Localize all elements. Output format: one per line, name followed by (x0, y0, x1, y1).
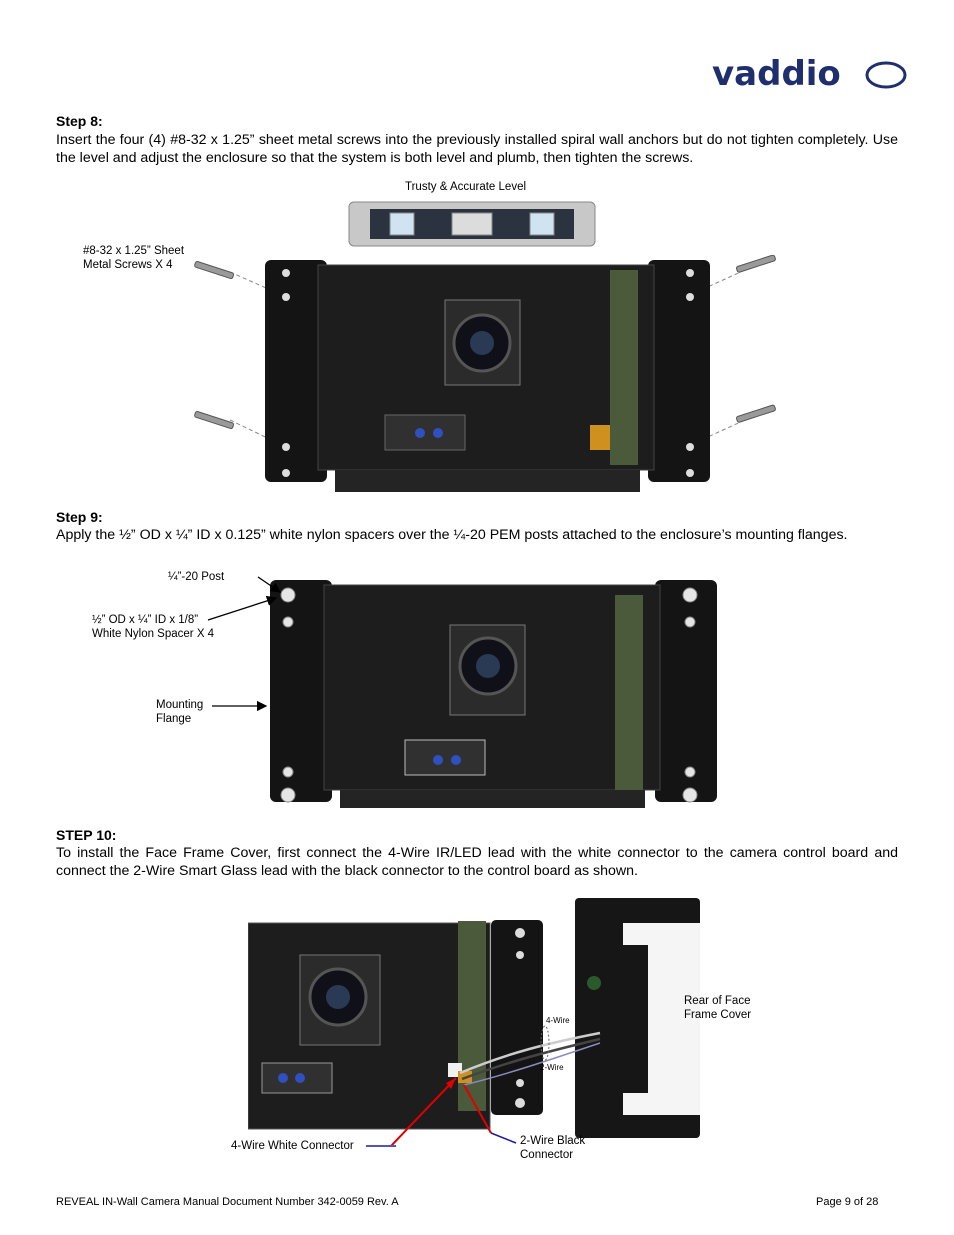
step10-body: To install the Face Frame Cover, first c… (56, 845, 898, 879)
spacer-label-line1: ½” OD x ¼” ID x 1/8” (92, 614, 199, 626)
four-wire-tag: 4-Wire (546, 1016, 570, 1025)
white-connector-label: 4-Wire White Connector (231, 1140, 354, 1152)
logo-text: vaddio (712, 56, 841, 92)
step8-enclosure-photo (194, 255, 776, 492)
spacer-label-line2: White Nylon Spacer X 4 (92, 628, 215, 640)
level-tool-image (348, 201, 596, 247)
screws-label-line2: Metal Screws X 4 (83, 259, 173, 271)
flange-label-line1: Mounting (156, 699, 204, 711)
level-label: Trusty & Accurate Level (405, 181, 527, 193)
step10-title: STEP 10: (56, 827, 117, 843)
step9-title: Step 9: (56, 509, 103, 525)
screw-icon (194, 255, 776, 430)
footer-document-number: REVEAL IN-Wall Camera Manual Document Nu… (56, 1196, 399, 1208)
step8-body: Insert the four (4) #8-32 x 1.25” sheet … (56, 132, 898, 166)
post-label: ¼”-20 Post (168, 571, 225, 583)
vaddio-logo: vaddio (712, 56, 907, 92)
rear-cover-label-line1: Rear of Face (684, 995, 751, 1007)
flange-label-line2: Flange (156, 713, 192, 725)
step9-enclosure-photo (207, 576, 717, 808)
footer-page-number: Page 9 of 28 (816, 1196, 879, 1208)
step8-title: Step 8: (56, 113, 103, 129)
black-connector-label-line1: 2-Wire Black (520, 1135, 586, 1147)
step9-body: Apply the ½” OD x ¼” ID x 0.125” white n… (56, 527, 848, 543)
black-connector-label-line2: Connector (520, 1149, 574, 1161)
two-wire-tag: 2-Wire (540, 1063, 564, 1072)
white-connector-leader (366, 1145, 396, 1147)
step10-wiring-photo (248, 898, 700, 1145)
rear-cover-label-line2: Frame Cover (684, 1009, 752, 1021)
screws-label-line1: #8-32 x 1.25” Sheet (83, 245, 185, 257)
